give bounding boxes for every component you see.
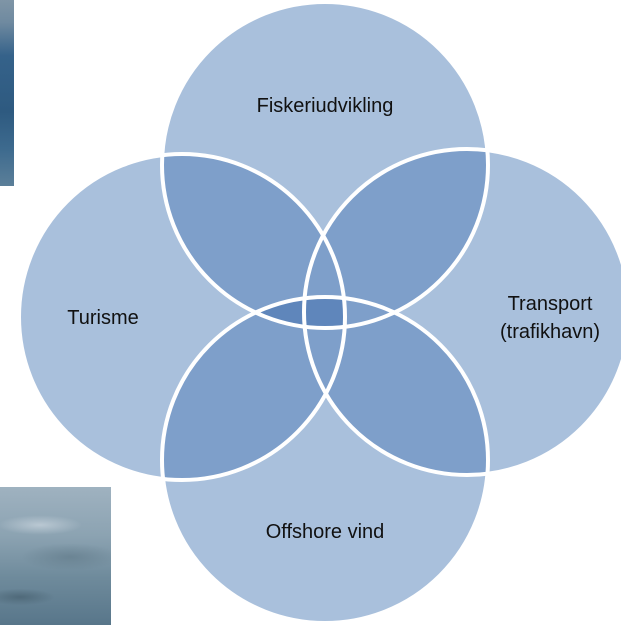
label-offshore-vind: Offshore vind	[266, 521, 385, 543]
outline-fiskeriudvikling	[160, 0, 490, 330]
label-fiskeriudvikling: Fiskeriudvikling	[257, 95, 394, 117]
label-transport: Transport	[508, 293, 593, 315]
label-turisme: Turisme	[67, 307, 138, 329]
background-photo-sea	[0, 0, 14, 186]
label-trafikhavn: (trafikhavn)	[500, 321, 600, 343]
overlap-center	[205, 297, 345, 328]
background-photo-coast	[0, 487, 111, 625]
outline-transport	[302, 147, 621, 477]
outline-turisme	[17, 152, 347, 482]
outline-offshore-vind	[160, 295, 490, 625]
